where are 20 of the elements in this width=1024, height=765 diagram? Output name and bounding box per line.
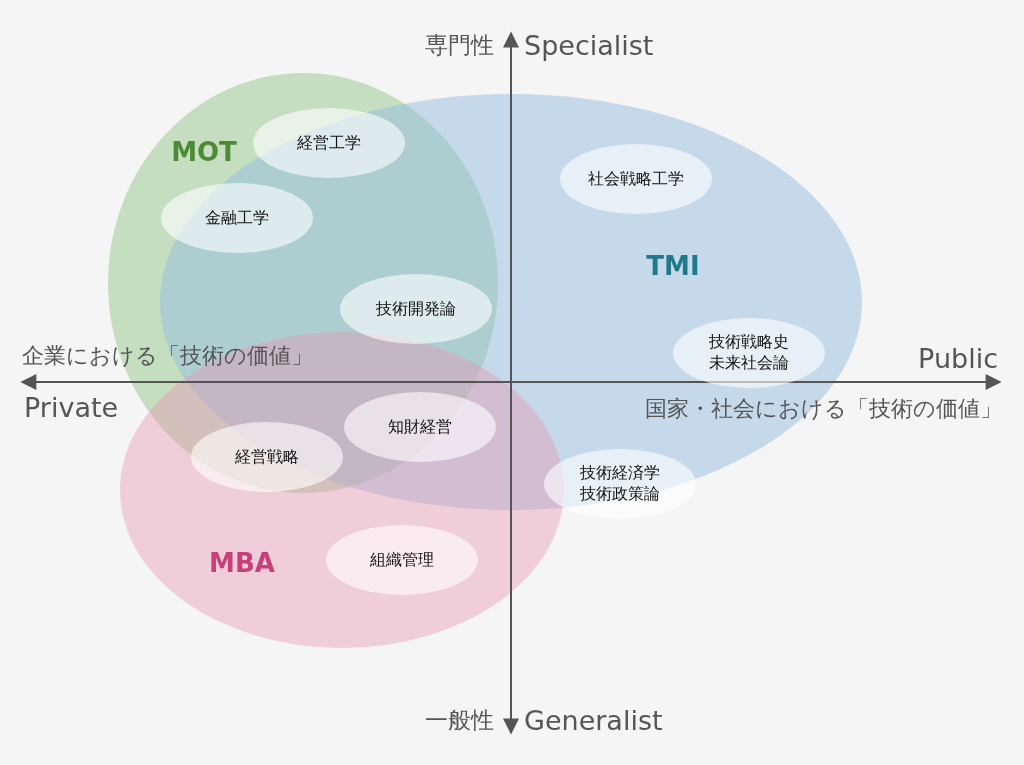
topic-ellipse: 技術戦略史未来社会論: [673, 318, 825, 388]
axis-label: 専門性: [425, 30, 494, 60]
axis-label: 企業における「技術の価値」: [22, 342, 313, 370]
topic-ellipse: 経営工学: [253, 108, 405, 178]
topic-ellipse: 技術経済学技術政策論: [544, 449, 696, 519]
topic-ellipse: 知財経営: [344, 392, 496, 462]
topic-ellipse: 経営戦略: [191, 422, 343, 492]
topic-ellipse: 組織管理: [326, 525, 478, 595]
axis-label: 一般性: [425, 705, 494, 735]
area-heading: MOT: [171, 137, 237, 167]
topic-ellipse: 金融工学: [161, 183, 313, 253]
topic-ellipse: 社会戦略工学: [560, 144, 712, 214]
axis-label: 国家・社会における「技術の価値」: [645, 395, 1002, 423]
area-heading: TMI: [646, 251, 700, 281]
axis-label: Specialist: [524, 29, 654, 61]
area-heading: MBA: [209, 548, 275, 578]
axis-label: Private: [24, 391, 119, 423]
axis-label: Public: [918, 342, 998, 374]
axis-label: Generalist: [524, 704, 663, 736]
topic-ellipse: 技術開発論: [340, 274, 492, 344]
